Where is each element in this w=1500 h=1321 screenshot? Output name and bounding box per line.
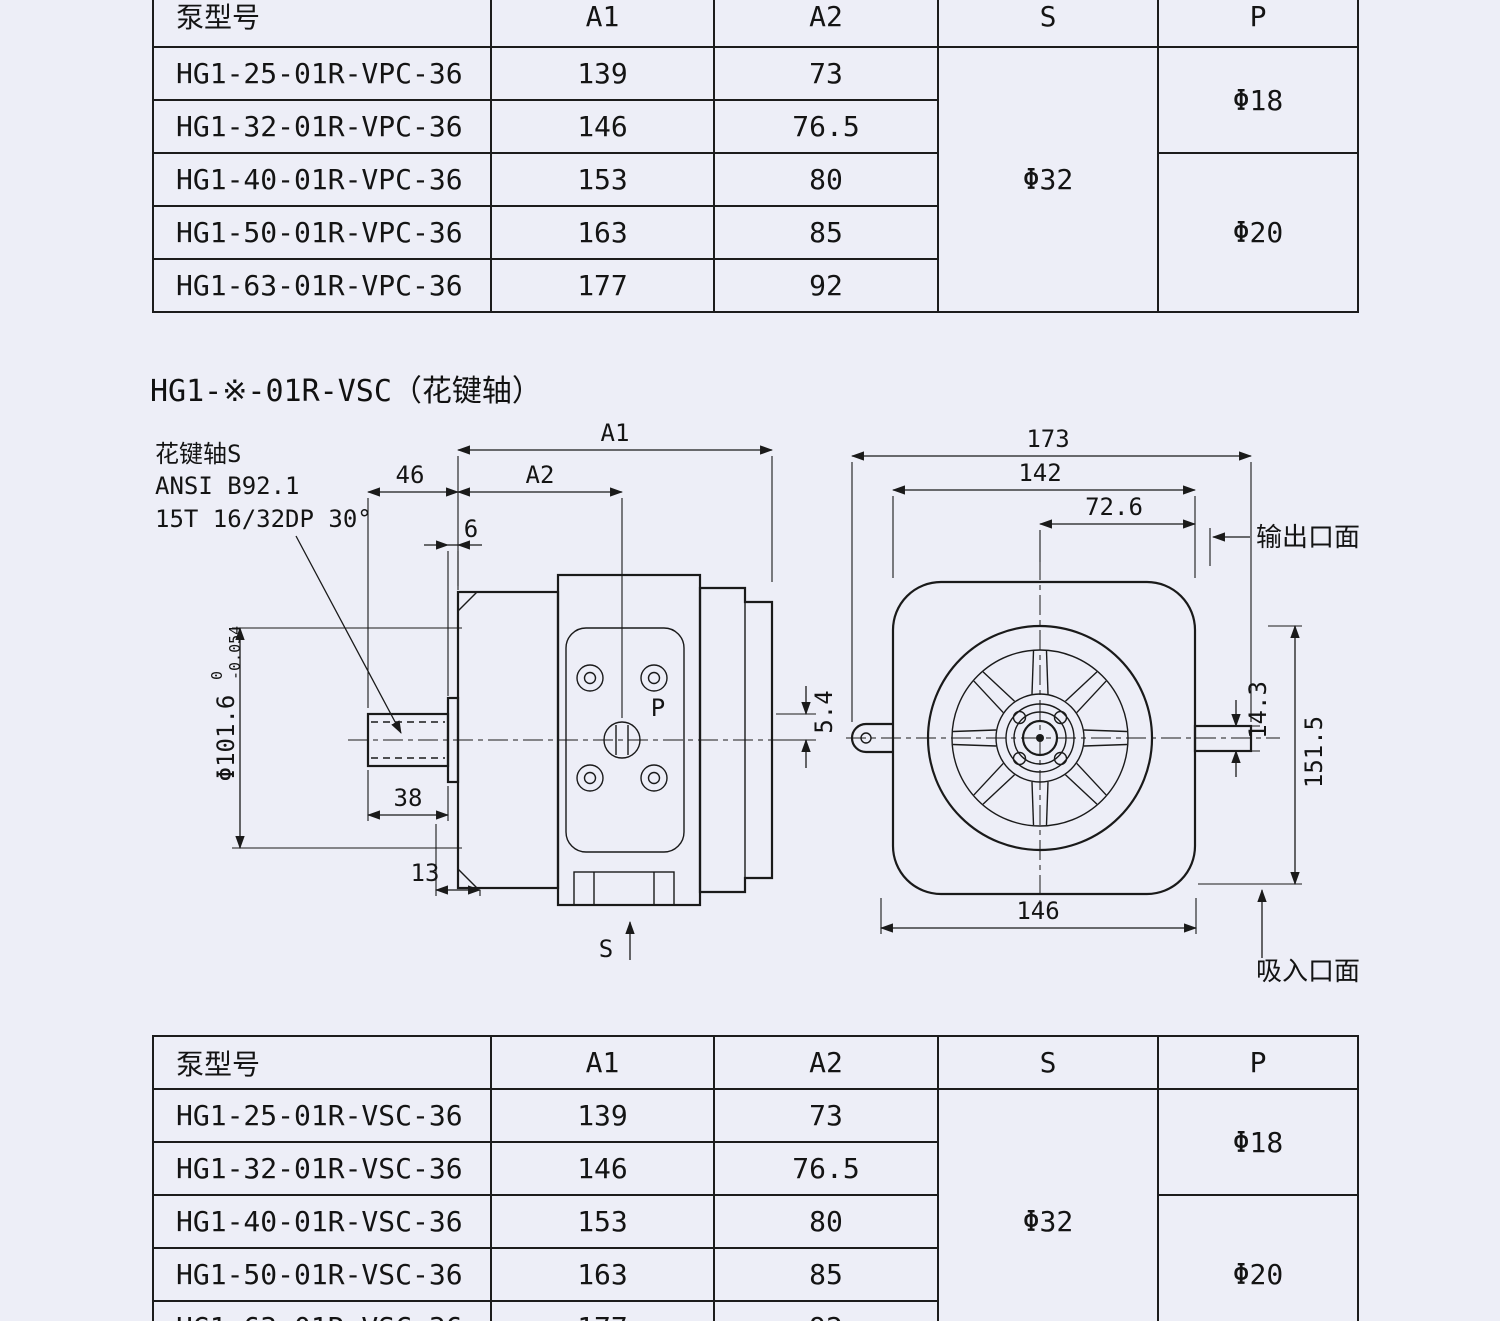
cell-a2: 76.5 [713, 1141, 939, 1196]
col-header-p: P [1157, 1035, 1359, 1090]
port-p-label: P [651, 694, 665, 722]
cell-model: HG1-32-01R-VSC-36 [152, 1141, 492, 1196]
cell-model: HG1-25-01R-VPC-36 [152, 46, 492, 101]
outlet-face-label: 输出口面 [1256, 523, 1360, 553]
dim-tolerance-upper: 0 [208, 671, 226, 680]
col-header-model: 泵型号 [152, 0, 492, 48]
cell-a2: 92 [713, 258, 939, 313]
table-row: HG1-40-01R-VPC-36 153 80 Φ20 [152, 152, 1359, 313]
cell-a2: 73 [713, 46, 939, 101]
front-view-dimensions: 173 142 72.6 输出口面 14.3 [850, 425, 1360, 987]
cell-p-20: Φ20 [1157, 1194, 1359, 1321]
cell-p-18: Φ18 [1157, 46, 1359, 154]
spline-note: 花键轴S ANSI B92.1 15T 16/32DP 30° [155, 440, 402, 734]
cell-s-merged: Φ32 [937, 46, 1159, 313]
vpc-spec-table: 泵型号 A1 A2 S P HG1-25-01R-VPC-36 139 73 Φ… [152, 0, 1359, 313]
dim-tolerance-lower: -0.054 [226, 626, 244, 680]
cell-model: HG1-63-01R-VPC-36 [152, 258, 492, 313]
col-header-s: S [937, 0, 1159, 48]
cell-model: HG1-40-01R-VPC-36 [152, 152, 492, 207]
cell-a2: 80 [713, 152, 939, 207]
cell-model: HG1-50-01R-VPC-36 [152, 205, 492, 260]
col-header-a1: A1 [490, 0, 715, 48]
dim-a2: A2 [526, 461, 555, 489]
side-view-dimensions: A1 A2 46 6 Φ101.6 0 -0.054 [208, 420, 838, 896]
table-row: HG1-25-01R-VPC-36 139 73 Φ32 Φ18 [152, 46, 1359, 313]
dim-6: 6 [464, 515, 478, 543]
dim-151-5: 151.5 [1300, 716, 1328, 788]
cell-model: HG1-50-01R-VSC-36 [152, 1247, 492, 1302]
dim-shaft-diameter: Φ101.6 [212, 695, 240, 782]
table-header-row: 泵型号 A1 A2 S P [152, 1035, 1359, 1090]
table-row: HG1-63-01R-VPC-36 177 92 [152, 258, 1358, 313]
col-header-a2: A2 [713, 0, 939, 48]
vsc-spec-table: 泵型号 A1 A2 S P HG1-25-01R-VSC-36 139 73 Φ… [152, 1035, 1359, 1321]
dim-173: 173 [1026, 425, 1069, 453]
cell-p-20: Φ20 [1157, 152, 1359, 313]
cell-model: HG1-40-01R-VSC-36 [152, 1194, 492, 1249]
dim-146: 146 [1016, 897, 1059, 925]
cell-a1: 139 [490, 1088, 715, 1143]
cell-a1: 163 [490, 205, 715, 260]
cell-p-18: Φ18 [1157, 1088, 1359, 1196]
cell-a1: 153 [490, 152, 715, 207]
technical-drawing: 花键轴S ANSI B92.1 15T 16/32DP 30° [155, 420, 1360, 987]
dim-14-3: 14.3 [1244, 681, 1272, 739]
dim-13: 13 [411, 859, 440, 887]
dim-38: 38 [394, 784, 423, 812]
col-header-a1: A1 [490, 1035, 715, 1090]
cell-a2: 76.5 [713, 99, 939, 154]
cell-a1: 146 [490, 99, 715, 154]
port-s-label: S [599, 935, 613, 963]
cell-a1: 177 [490, 258, 715, 313]
section-heading: HG1-※-01R-VSC（花键轴） [150, 374, 542, 409]
cell-a1: 146 [490, 1141, 715, 1196]
table-row: HG1-40-01R-VSC-36 153 80 Φ20 [152, 1194, 1359, 1321]
table-row: HG1-63-01R-VSC-36 177 92 [152, 1300, 1358, 1321]
spline-note-line1: 花键轴S [155, 440, 241, 468]
cell-model: HG1-25-01R-VSC-36 [152, 1088, 492, 1143]
front-view [846, 560, 1280, 918]
spline-note-line3: 15T 16/32DP 30° [155, 505, 372, 533]
table-row: HG1-32-01R-VSC-36 146 76.5 [152, 1141, 1358, 1196]
dim-72-6: 72.6 [1085, 493, 1143, 521]
table-row: HG1-50-01R-VSC-36 163 85 [152, 1247, 1358, 1302]
col-header-p: P [1157, 0, 1359, 48]
dim-46: 46 [396, 461, 425, 489]
side-view: P S [348, 573, 795, 963]
cell-a1: 153 [490, 1194, 715, 1249]
cell-s-merged: Φ32 [937, 1088, 1159, 1321]
cell-a2: 80 [713, 1194, 939, 1249]
cell-a1: 139 [490, 46, 715, 101]
dim-142: 142 [1018, 459, 1061, 487]
cell-a2: 73 [713, 1088, 939, 1143]
cell-model: HG1-63-01R-VSC-36 [152, 1300, 492, 1321]
cell-a1: 163 [490, 1247, 715, 1302]
cell-a2: 85 [713, 205, 939, 260]
dim-5-4: 5.4 [810, 690, 838, 733]
table-row: HG1-50-01R-VPC-36 163 85 [152, 205, 1358, 260]
inlet-face-label: 吸入口面 [1256, 957, 1360, 987]
cell-model: HG1-32-01R-VPC-36 [152, 99, 492, 154]
col-header-s: S [937, 1035, 1159, 1090]
table-row: HG1-25-01R-VSC-36 139 73 Φ32 Φ18 [152, 1088, 1359, 1321]
cell-a2: 92 [713, 1300, 939, 1321]
table-row: HG1-32-01R-VPC-36 146 76.5 [152, 99, 1358, 154]
spline-note-line2: ANSI B92.1 [155, 472, 300, 500]
dim-a1: A1 [601, 420, 630, 447]
cell-a2: 85 [713, 1247, 939, 1302]
col-header-a2: A2 [713, 1035, 939, 1090]
cell-a1: 177 [490, 1300, 715, 1321]
table-header-row: 泵型号 A1 A2 S P [152, 0, 1359, 48]
col-header-model: 泵型号 [152, 1035, 492, 1090]
